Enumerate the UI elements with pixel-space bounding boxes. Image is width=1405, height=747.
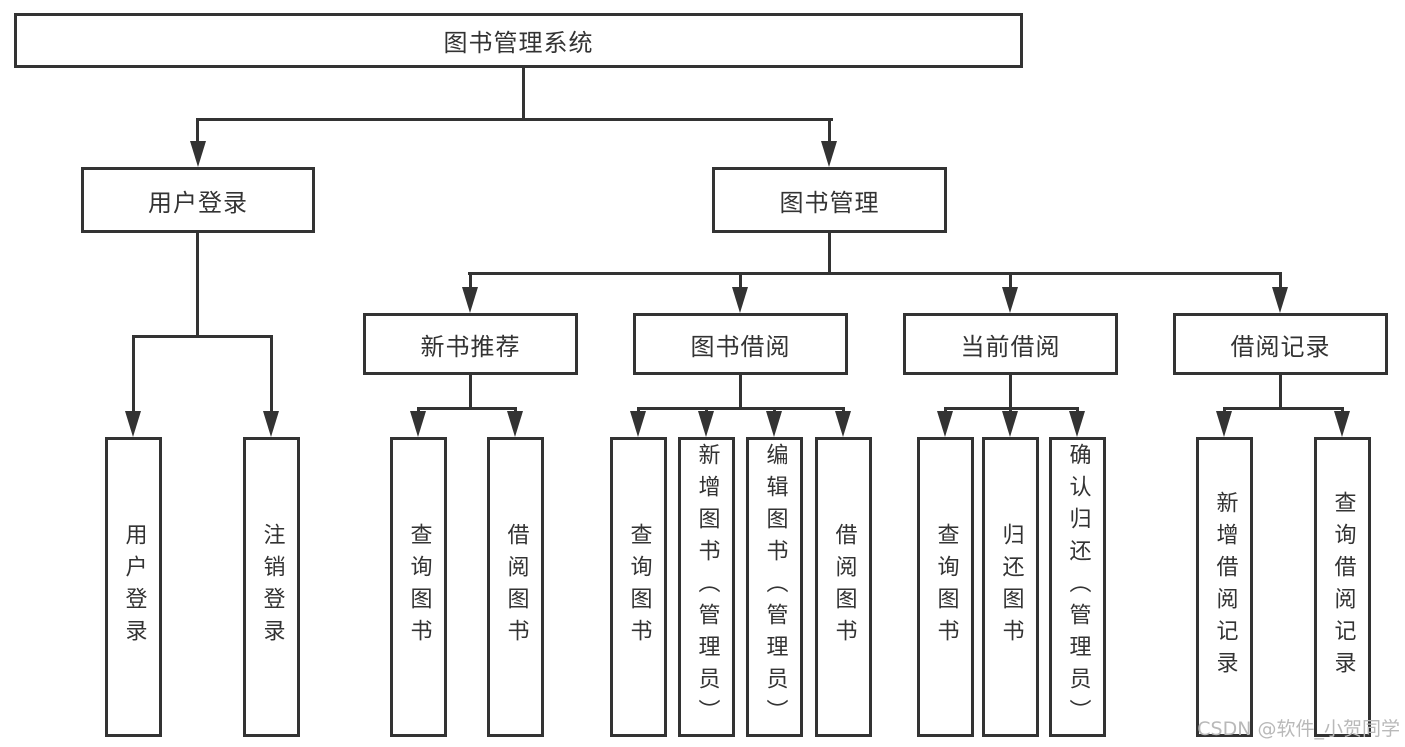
- arrowhead-down-icon: [507, 411, 523, 437]
- arrowhead-down-icon: [263, 411, 279, 437]
- leaf-bb-borrow-books-label: 借阅图书: [831, 523, 857, 651]
- leaf-bb-add-books-admin: 新增图书（管理员）: [678, 437, 735, 737]
- leaf-cb-confirm-return-admin-label: 确认归还（管理员）: [1065, 443, 1091, 731]
- leaf-cb-return-books: 归还图书: [982, 437, 1039, 737]
- connector-line: [469, 272, 472, 289]
- leaf-logout-label: 注销登录: [259, 523, 285, 651]
- node-book-borrow-label: 图书借阅: [690, 332, 791, 361]
- connector-line: [196, 233, 199, 338]
- connector-line: [828, 233, 831, 274]
- arrowhead-down-icon: [1002, 287, 1018, 313]
- connector-line: [417, 407, 517, 410]
- leaf-nbr-borrow-books: 借阅图书: [487, 437, 544, 737]
- node-borrow-records: 借阅记录: [1173, 313, 1388, 375]
- node-borrow-records-label: 借阅记录: [1230, 332, 1331, 361]
- leaf-bb-query-books: 查询图书: [610, 437, 667, 737]
- leaf-bb-query-books-label: 查询图书: [626, 523, 652, 651]
- arrowhead-down-icon: [462, 287, 478, 313]
- leaf-nbr-query-books-label: 查询图书: [406, 523, 432, 651]
- node-current-borrow: 当前借阅: [903, 313, 1118, 375]
- arrowhead-down-icon: [1272, 287, 1288, 313]
- leaf-bb-add-books-admin-label: 新增图书（管理员）: [694, 443, 720, 731]
- connector-line: [739, 272, 742, 289]
- connector-line: [196, 118, 833, 121]
- leaf-br-add-record-label: 新增借阅记录: [1212, 491, 1238, 683]
- connector-line: [637, 407, 845, 410]
- node-user-login-label: 用户登录: [148, 188, 248, 217]
- leaf-user-login-label: 用户登录: [121, 523, 147, 651]
- leaf-cb-query-books-label: 查询图书: [933, 523, 959, 651]
- connector-line: [1009, 375, 1012, 409]
- leaf-bb-borrow-books: 借阅图书: [815, 437, 872, 737]
- connector-line: [1279, 272, 1282, 289]
- arrowhead-down-icon: [732, 287, 748, 313]
- arrowhead-down-icon: [1069, 411, 1085, 437]
- arrowhead-down-icon: [1002, 411, 1018, 437]
- connector-line: [522, 68, 525, 121]
- leaf-cb-query-books: 查询图书: [917, 437, 974, 737]
- arrowhead-down-icon: [766, 411, 782, 437]
- connector-line: [132, 335, 135, 415]
- node-root: 图书管理系统: [14, 13, 1023, 68]
- arrowhead-down-icon: [937, 411, 953, 437]
- csdn-watermark: CSDN @软件_小贺同学: [1197, 718, 1400, 740]
- arrowhead-down-icon: [1334, 411, 1350, 437]
- arrowhead-down-icon: [190, 141, 206, 167]
- leaf-nbr-query-books: 查询图书: [390, 437, 447, 737]
- arrowhead-down-icon: [835, 411, 851, 437]
- arrowhead-down-icon: [630, 411, 646, 437]
- node-book-management-label: 图书管理: [779, 188, 880, 217]
- node-book-management: 图书管理: [712, 167, 947, 233]
- leaf-user-login: 用户登录: [105, 437, 162, 737]
- connector-line: [132, 335, 273, 338]
- node-user-login: 用户登录: [81, 167, 315, 233]
- connector-line: [469, 375, 472, 409]
- arrowhead-down-icon: [698, 411, 714, 437]
- arrowhead-down-icon: [125, 411, 141, 437]
- connector-line: [468, 272, 1282, 275]
- leaf-bb-edit-books-admin-label: 编辑图书（管理员）: [762, 443, 788, 731]
- connector-line: [270, 335, 273, 415]
- node-new-book-recommend: 新书推荐: [363, 313, 578, 375]
- connector-line: [1279, 375, 1282, 409]
- arrowhead-down-icon: [410, 411, 426, 437]
- leaf-logout: 注销登录: [243, 437, 300, 737]
- node-root-label: 图书管理系统: [443, 29, 594, 57]
- leaf-bb-edit-books-admin: 编辑图书（管理员）: [746, 437, 803, 737]
- connector-line: [1223, 407, 1344, 410]
- leaf-cb-return-books-label: 归还图书: [998, 523, 1024, 651]
- connector-line: [1009, 272, 1012, 289]
- leaf-br-query-record-label: 查询借阅记录: [1330, 491, 1356, 683]
- leaf-nbr-borrow-books-label: 借阅图书: [503, 523, 529, 651]
- connector-line: [739, 375, 742, 409]
- connector-line: [196, 118, 199, 145]
- arrowhead-down-icon: [821, 141, 837, 167]
- leaf-br-add-record: 新增借阅记录: [1196, 437, 1253, 737]
- leaf-br-query-record: 查询借阅记录: [1314, 437, 1371, 737]
- node-new-book-recommend-label: 新书推荐: [420, 332, 521, 361]
- node-current-borrow-label: 当前借阅: [960, 332, 1061, 361]
- node-book-borrow: 图书借阅: [633, 313, 848, 375]
- connector-line: [828, 118, 831, 145]
- arrowhead-down-icon: [1216, 411, 1232, 437]
- leaf-cb-confirm-return-admin: 确认归还（管理员）: [1049, 437, 1106, 737]
